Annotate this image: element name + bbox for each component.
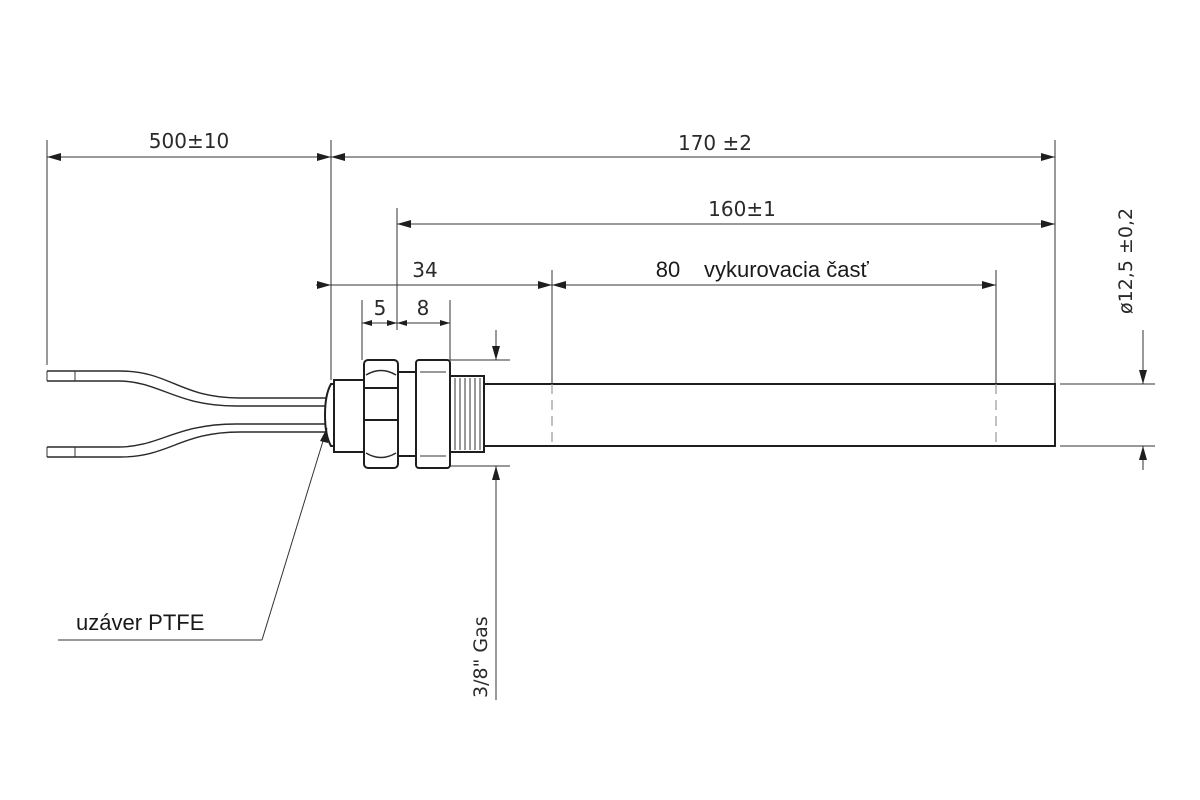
lead-wires — [46, 370, 331, 458]
dimension-total-length — [331, 153, 1055, 161]
dimension-nut-collar — [362, 300, 450, 330]
nut-collar-neck — [397, 371, 417, 457]
label-diameter: ø12,5 ±0,2 — [1115, 208, 1137, 314]
dimension-thread — [492, 330, 500, 700]
heater-rod — [483, 383, 1056, 447]
seal-leader — [58, 427, 328, 641]
hex-nut — [363, 359, 399, 469]
thread-section — [449, 375, 485, 453]
dimension-fitting-length — [316, 281, 552, 289]
collar — [415, 359, 451, 469]
extension-lines — [46, 140, 1155, 467]
label-heating-part: vykurovacia časť — [704, 257, 870, 282]
label-rod-length: 160±1 — [708, 197, 776, 221]
label-collar-width: 8 — [417, 296, 430, 320]
dimension-diameter — [1139, 330, 1147, 470]
label-lead-length: 500±10 — [149, 129, 229, 153]
label-nut-width: 5 — [374, 296, 387, 320]
label-thread: 3/8" Gas — [470, 616, 492, 698]
dimension-heating-part — [552, 281, 996, 289]
fitting-sleeve — [333, 379, 365, 453]
dimension-lead-length — [47, 153, 331, 161]
label-fitting-length: 34 — [412, 258, 437, 282]
label-seal: uzáver PTFE — [76, 610, 204, 635]
dimension-rod-length — [397, 220, 1055, 228]
label-total-length: 170 ±2 — [678, 131, 752, 155]
label-heating-part-length: 80 — [656, 257, 680, 282]
